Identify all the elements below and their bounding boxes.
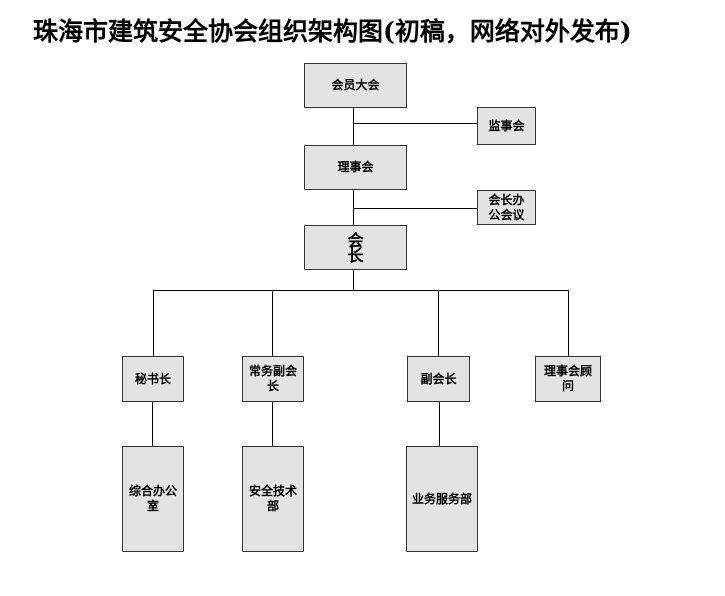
- node-label: 会长: [347, 230, 386, 265]
- node-label: 会员大会: [331, 78, 380, 92]
- node-label: 业务服务部: [411, 491, 472, 506]
- connector-executive-safety: [272, 401, 273, 446]
- node-general-assembly: 会员大会: [304, 63, 407, 108]
- node-general-office: 综合办公室: [122, 446, 184, 552]
- connector-assembly-council: [353, 107, 354, 145]
- connector-president-bus: [353, 269, 354, 290]
- node-executive-vice-president: 常务副会长: [242, 356, 304, 402]
- connector-supervisors: [353, 123, 477, 124]
- node-label: 理事会: [337, 160, 374, 174]
- node-label: 秘书长: [134, 371, 171, 386]
- node-label: 常务副会长: [248, 364, 297, 393]
- node-label: 理事会顾问: [543, 364, 592, 393]
- node-president: 会长: [304, 225, 407, 270]
- node-safety-tech-dept: 安全技术部: [242, 446, 304, 552]
- connector-secretary-office: [152, 401, 153, 446]
- connector-bus: [153, 290, 569, 291]
- connector-bus-vice: [438, 290, 439, 356]
- node-council: 理事会: [304, 145, 407, 190]
- node-label: 副会长: [420, 371, 457, 386]
- connector-bus-advisor: [568, 290, 569, 356]
- node-label: 监事会: [488, 118, 525, 133]
- node-business-service-dept: 业务服务部: [406, 446, 478, 552]
- connector-office-meeting: [353, 208, 477, 209]
- node-supervisors: 监事会: [477, 107, 536, 145]
- node-label: 安全技术部: [248, 484, 297, 513]
- connector-bus-executive: [272, 290, 273, 356]
- node-label: 综合办公室: [128, 484, 177, 513]
- node-president-office-meeting: 会长办公会议: [477, 190, 536, 225]
- connector-vice-business: [439, 401, 440, 446]
- connector-council-president: [353, 189, 354, 225]
- node-vice-president: 副会长: [407, 356, 470, 402]
- node-council-advisor: 理事会顾问: [535, 356, 601, 402]
- node-secretary-general: 秘书长: [122, 356, 184, 402]
- connector-bus-secretary: [153, 290, 154, 356]
- page-title: 珠海市建筑安全协会组织架构图(初稿，网络对外发布): [33, 17, 632, 46]
- node-label: 会长办公会议: [488, 192, 525, 222]
